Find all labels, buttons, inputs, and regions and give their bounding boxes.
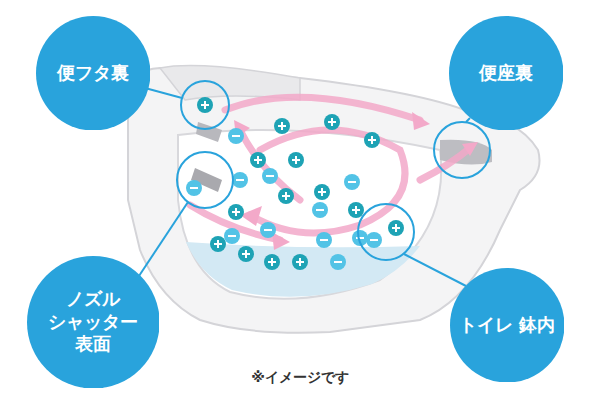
plus-sign (214, 240, 222, 248)
leader-lines (135, 88, 470, 286)
minus-sign (232, 135, 240, 137)
ion-dot (278, 188, 294, 204)
minus-sign (190, 187, 198, 189)
plus-sign (254, 156, 262, 164)
plus-sign (352, 206, 360, 214)
plus-sign (292, 156, 300, 164)
ion-dot (388, 220, 404, 236)
ion-dot (364, 132, 380, 148)
minus-sign (236, 179, 244, 181)
ion-dot (348, 202, 364, 218)
area-label: 便座裏 (456, 62, 556, 85)
plus-sign (232, 208, 240, 216)
ion-dot (197, 97, 213, 113)
plus-sign (242, 250, 250, 258)
minus-sign (266, 175, 274, 177)
ion-dot (210, 236, 226, 252)
minus-sign (264, 229, 272, 231)
ion-dot (324, 114, 340, 130)
ion-dot (260, 222, 276, 238)
minus-sign (334, 261, 342, 263)
ion-dot (250, 152, 266, 168)
toilet-bowl (178, 130, 441, 299)
plus-sign (268, 258, 276, 266)
ion-dot (292, 254, 308, 270)
minus-sign (370, 239, 378, 241)
area-label: トイレ 鉢内 (457, 314, 557, 337)
label-circle: ノズル シャッター 表面 (27, 256, 160, 389)
label-circle: トイレ 鉢内 (450, 268, 565, 383)
plus-sign (328, 118, 336, 126)
plus-sign (278, 122, 286, 130)
nozzle-shutter (191, 168, 222, 192)
plus-sign (318, 188, 326, 196)
ion-dot (330, 254, 346, 270)
ion-dot (228, 204, 244, 220)
ion-dot (264, 254, 280, 270)
plus-sign (392, 224, 400, 232)
ion-dot (314, 184, 330, 200)
plus-sign (296, 258, 304, 266)
ion-dot (186, 180, 202, 196)
ion-dot (288, 152, 304, 168)
minus-sign (356, 237, 364, 239)
ion-dot (344, 174, 360, 190)
spot-rings (177, 81, 490, 260)
plus-sign (201, 101, 209, 109)
ion-dot (224, 228, 240, 244)
ion-dot (262, 168, 278, 184)
plus-sign (368, 136, 376, 144)
air-flow-heads (234, 112, 478, 250)
plus-sign (282, 192, 290, 200)
minus-sign (320, 239, 328, 241)
ion-dot (274, 118, 290, 134)
ion-dot (366, 232, 382, 248)
area-label: ノズル シャッター 表面 (43, 288, 143, 356)
minus-sign (228, 235, 236, 237)
air-flow-arrows (190, 97, 470, 240)
area-label: 便フタ裏 (43, 62, 143, 85)
ion-dot (312, 202, 328, 218)
label-circle: 便座裏 (449, 16, 564, 131)
ion-dot (238, 246, 254, 262)
label-circle: 便フタ裏 (36, 16, 151, 131)
ion-symbols (186, 97, 404, 270)
caption: ※イメージです (251, 369, 349, 387)
ion-dot (316, 232, 332, 248)
minus-sign (348, 181, 356, 183)
ion-dot (232, 172, 248, 188)
minus-sign (316, 209, 324, 211)
ion-dot (228, 128, 244, 144)
